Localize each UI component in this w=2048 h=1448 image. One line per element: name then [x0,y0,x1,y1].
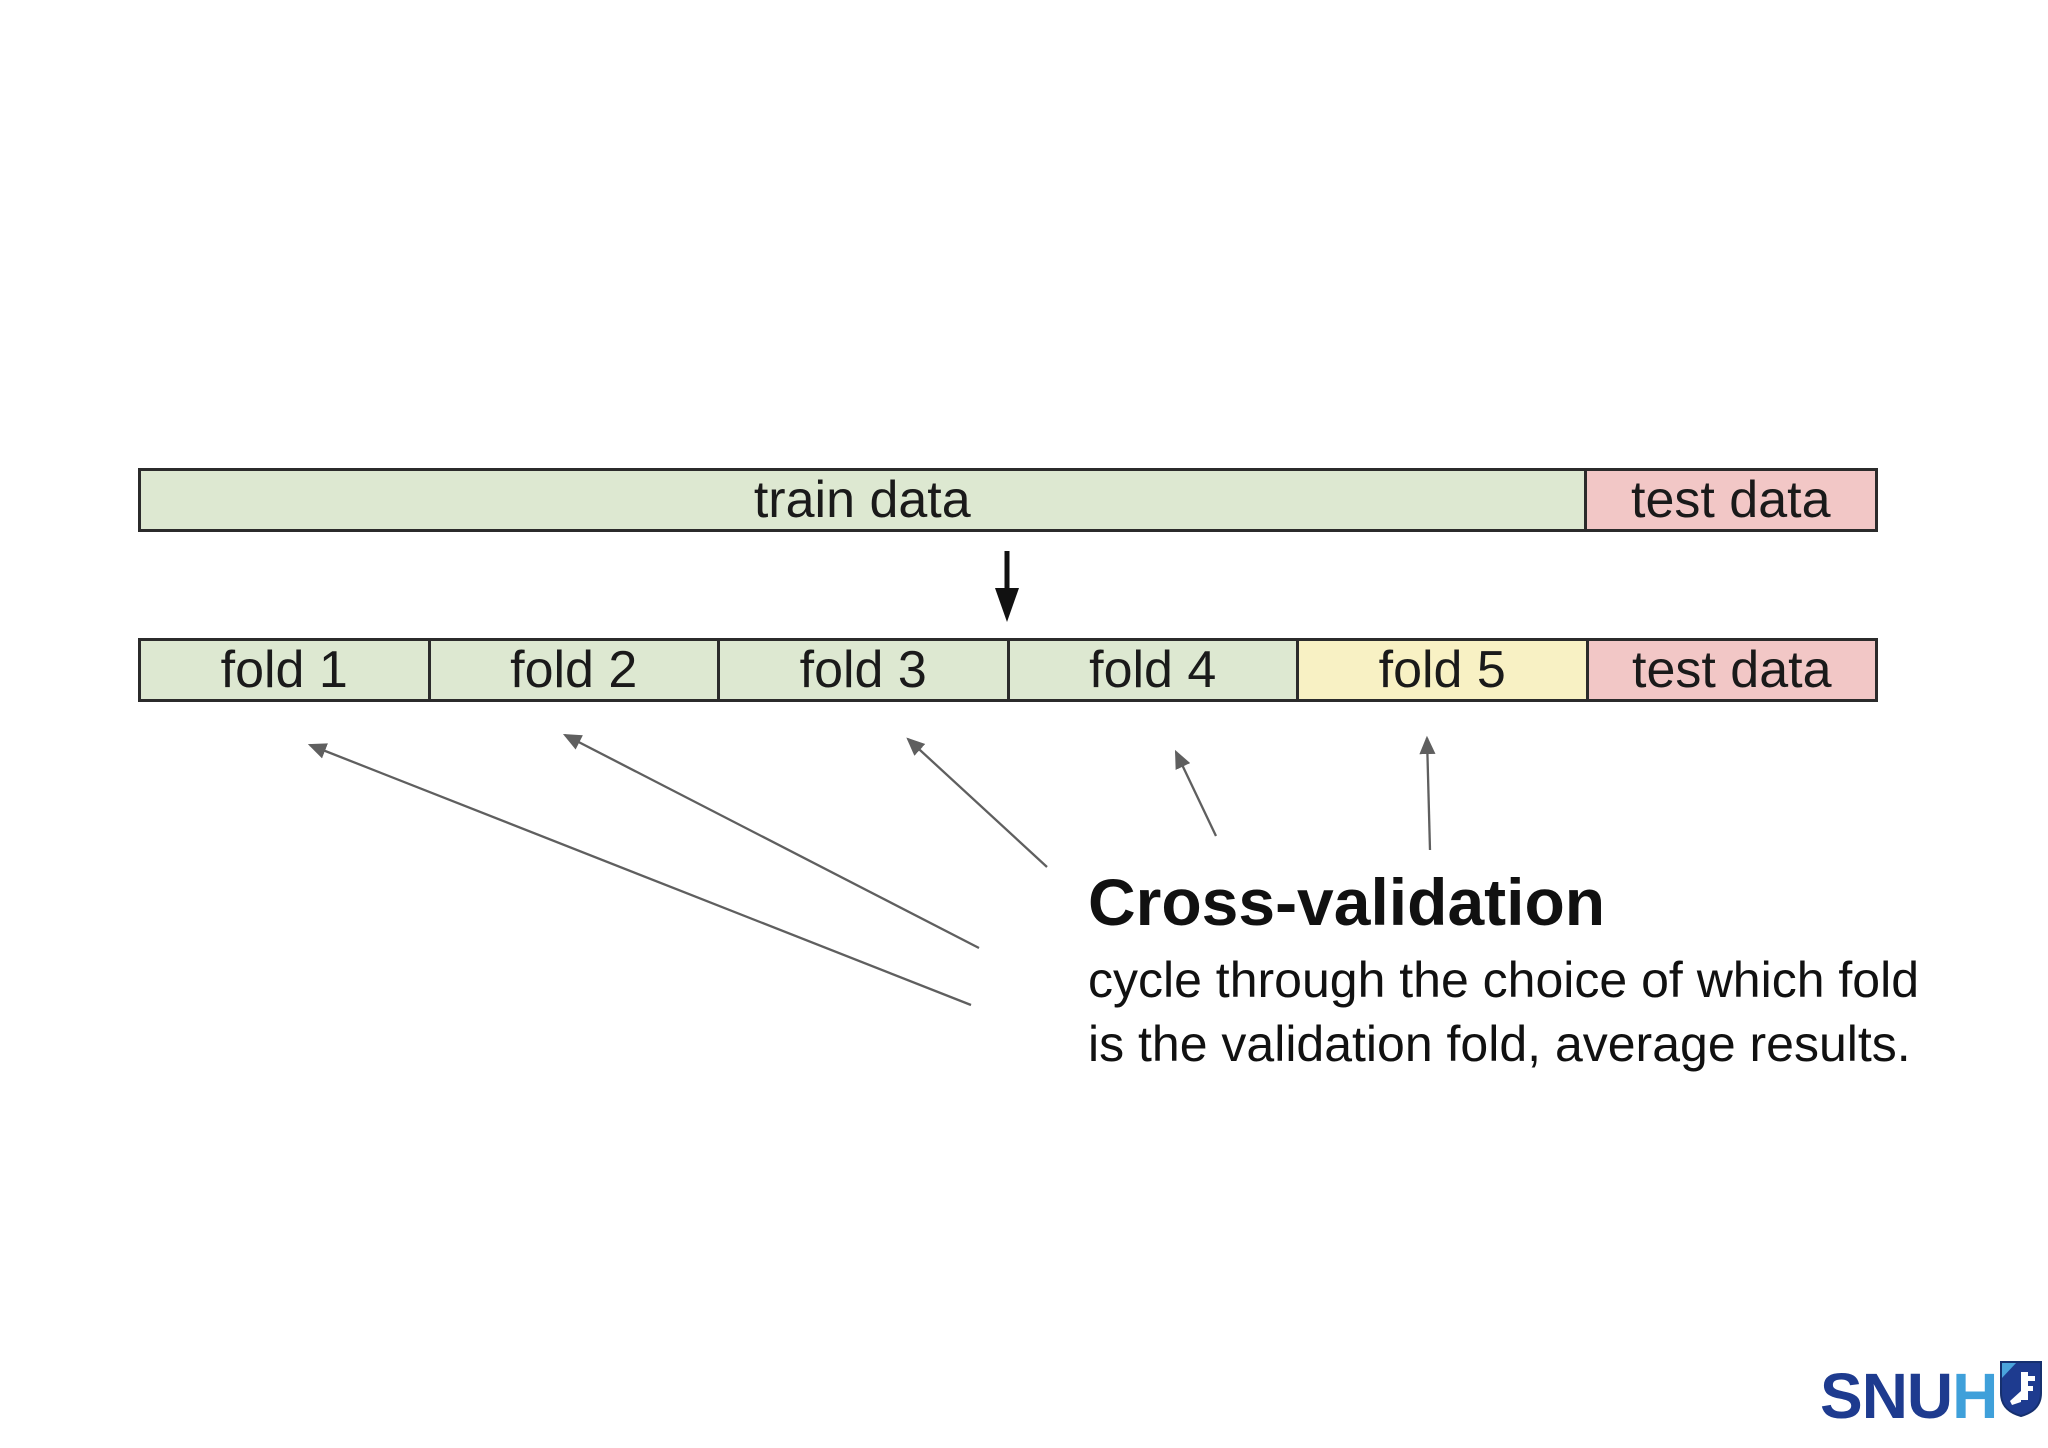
arrow-to-fold-5-icon [1419,735,1436,851]
fold-2-label: fold 2 [510,641,638,699]
arrow-to-fold-2-icon [562,733,980,950]
annotation-body-line-2: is the validation fold, average results. [1088,1016,1911,1072]
annotation-body: cycle through the choice of which fold i… [1088,948,1919,1076]
arrow-to-fold-4-icon [1174,749,1218,837]
train-data-segment: train data [141,471,1584,529]
snuh-logo-text-secondary: H [1952,1360,1998,1432]
fold-1-segment: fold 1 [141,641,428,699]
train-data-label: train data [753,471,971,529]
snuh-logo-text-primary: SNU [1820,1360,1953,1432]
fold-4-segment: fold 4 [1006,641,1296,699]
arrow-to-fold-1-icon [307,743,972,1007]
annotation-block: Cross-validation cycle through the choic… [1088,864,1919,1076]
annotation-body-line-1: cycle through the choice of which fold [1088,952,1920,1008]
fold-5-label: fold 5 [1378,641,1506,699]
fold-2-segment: fold 2 [427,641,717,699]
snuh-logo: SNU H [1820,1360,2043,1432]
fold-bar: fold 1 fold 2 fold 3 fold 4 fold 5 test … [138,638,1878,702]
fold-4-label: fold 4 [1089,641,1217,699]
down-arrow-icon [995,551,1019,622]
fold-3-segment: fold 3 [717,641,1007,699]
test-data-label: test data [1631,471,1831,529]
fold-test-data-label: test data [1632,641,1832,699]
snuh-shield-key-icon [2000,1361,2043,1417]
fold-3-label: fold 3 [799,641,927,699]
test-data-segment: test data [1583,471,1875,529]
arrow-to-fold-3-icon [906,737,1048,868]
fold-test-data-segment: test data [1585,641,1875,699]
train-test-bar: train data test data [138,468,1878,532]
annotation-title: Cross-validation [1088,865,1606,939]
fold-1-label: fold 1 [220,641,348,699]
fold-5-segment: fold 5 [1296,641,1586,699]
